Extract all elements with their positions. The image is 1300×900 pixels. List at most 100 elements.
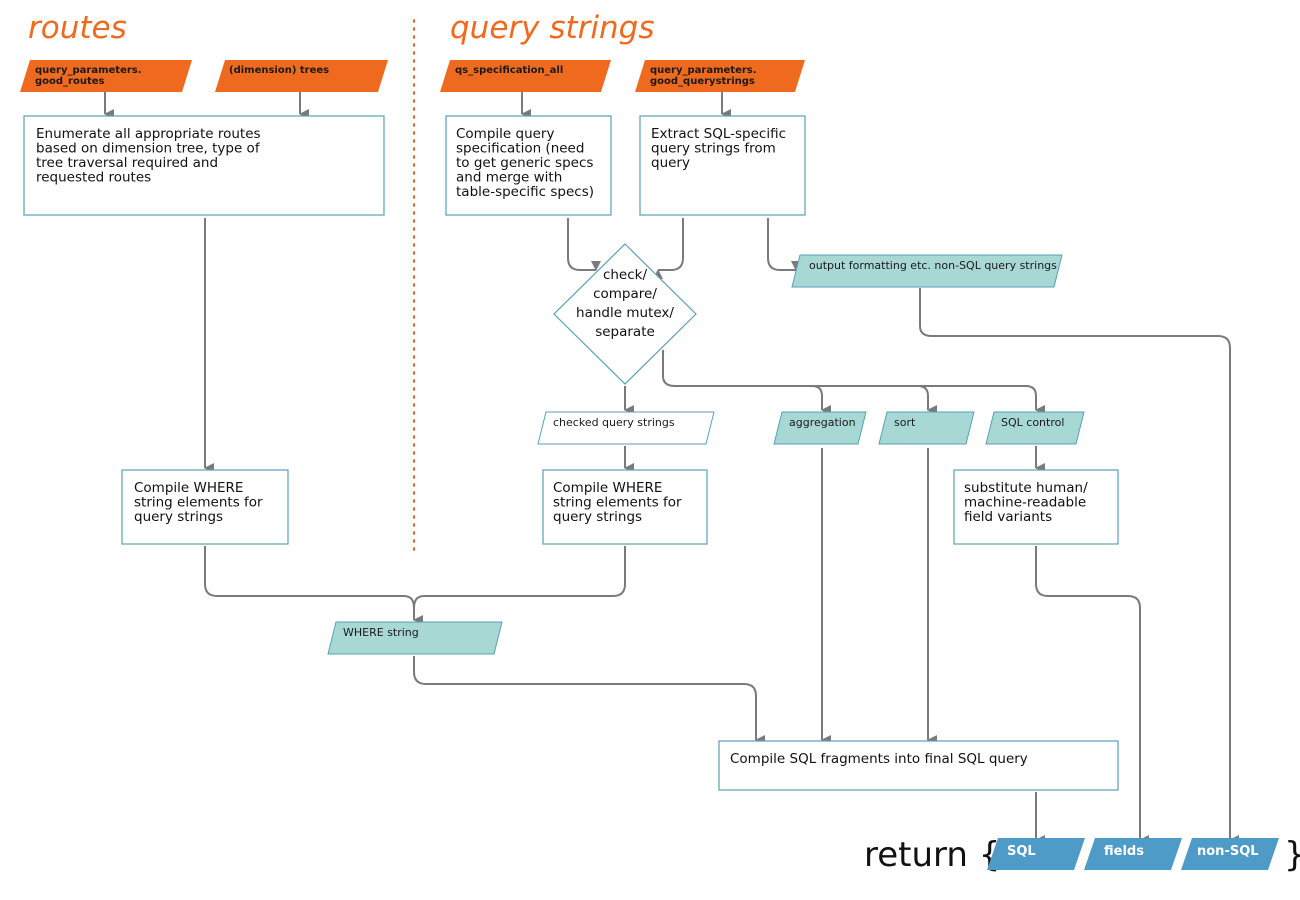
edge-check-to-sql-control	[918, 385, 1045, 415]
data-sort-shape	[878, 411, 975, 445]
data-aggregation-shape	[773, 411, 867, 445]
return-open: return {	[864, 835, 1000, 875]
edge-extract-to-check	[653, 218, 684, 279]
output-sql-label: SQL	[1007, 844, 1036, 859]
input-qs-specification-all-label: qs_specification_all	[455, 65, 563, 76]
data-sort-label: sort	[894, 416, 916, 429]
text-line: qs_specification_all	[455, 65, 563, 76]
text-line: Compile WHERE	[134, 480, 243, 496]
text-line: substitute human/	[964, 480, 1088, 496]
input-good-querystrings: query_parameters.good_querystrings	[635, 60, 805, 92]
data-where-string-label: WHERE string	[343, 626, 419, 639]
input-qs-specification-all: qs_specification_all	[440, 60, 611, 92]
data-checked-query-strings: checked query strings	[537, 411, 715, 445]
text-line: machine-readable	[964, 495, 1086, 511]
edge-compile-where-routes-to-where	[204, 546, 423, 625]
decision-text: check/compare/handle mutex/separate	[576, 267, 674, 340]
edges	[104, 92, 1239, 845]
edge-check-to-aggregation	[662, 350, 831, 415]
text-line: good_routes	[35, 76, 105, 87]
output-fields-label: fields	[1104, 844, 1144, 859]
data-checked-query-strings-shape	[537, 411, 715, 445]
text-line: field variants	[964, 509, 1052, 525]
process-extract-sql-box	[639, 115, 806, 216]
edge-check-to-sort	[812, 385, 937, 415]
data-where-string-shape	[327, 621, 503, 655]
input-good-querystrings-shape	[635, 60, 805, 92]
data-where-string: WHERE string	[327, 621, 503, 655]
text-line: query strings from	[651, 141, 776, 157]
decision-diamond	[553, 243, 697, 385]
input-good-routes-label: query_parameters.good_routes	[35, 65, 142, 87]
text-line: query strings	[134, 509, 223, 525]
output-sql-shape	[987, 838, 1085, 870]
process-compile-sql-box	[718, 740, 1119, 791]
process-compile-query-spec-box	[445, 115, 612, 216]
data-aggregation: aggregation	[773, 411, 867, 445]
data-sort: sort	[878, 411, 975, 445]
data-checked-query-strings-label: checked query strings	[553, 416, 675, 429]
query-strings-heading: query strings	[450, 10, 654, 46]
text-line: query_parameters.	[650, 65, 757, 76]
text-line: Extract SQL-specific	[651, 126, 786, 142]
input-good-querystrings-label: query_parameters.good_querystrings	[650, 65, 757, 87]
edge-compile-where-qs-to-where	[413, 546, 626, 609]
decision-check-compare: check/compare/handle mutex/separate	[553, 243, 697, 385]
edge-where-to-compile-sql	[413, 656, 765, 745]
process-compile-where-qs-box	[542, 469, 708, 545]
process-substitute-fields-box	[953, 469, 1119, 545]
data-output-formatting: output formatting etc. non-SQL query str…	[791, 254, 1063, 288]
text-line: based on dimension tree, type of	[36, 141, 261, 157]
output-fields-shape	[1084, 838, 1182, 870]
input-dimension-trees-label: (dimension) trees	[229, 65, 329, 76]
text-line: specification (need	[456, 141, 584, 157]
text-line: requested routes	[36, 170, 151, 186]
data-sql-control-label: SQL control	[1001, 416, 1064, 429]
output-non-sql-shape	[1181, 838, 1279, 870]
text-line: query strings	[553, 509, 642, 525]
data-sql-control: SQL control	[985, 411, 1085, 445]
text-line: Compile SQL fragments into final SQL que…	[730, 751, 1028, 767]
input-dimension-trees: (dimension) trees	[215, 60, 388, 92]
edge-extract-to-output-formatting	[767, 218, 801, 271]
return-close: }	[1284, 835, 1300, 875]
edge-compile-spec-to-check	[567, 218, 601, 271]
input-qs-specification-all-shape	[440, 60, 611, 92]
output-non-sql-label: non-SQL	[1197, 844, 1259, 859]
process-compile-sql: Compile SQL fragments into final SQL que…	[718, 740, 1119, 791]
data-output-formatting-label: output formatting etc. non-SQL query str…	[809, 259, 1057, 272]
return-output: return { SQL fields non-SQL }	[864, 835, 1300, 875]
input-good-routes-shape	[20, 60, 192, 92]
text-line: good_querystrings	[650, 76, 755, 87]
text-line: compare/	[593, 286, 657, 302]
text-line: string elements for	[134, 495, 263, 511]
text-line: Compile WHERE	[553, 480, 662, 496]
edge-output-formatting-to-non-sql	[919, 288, 1239, 845]
text-line: Compile query	[456, 126, 554, 142]
process-compile-where-routes-box	[121, 469, 289, 545]
data-aggregation-label: aggregation	[789, 416, 856, 429]
process-enumerate-routes-box	[23, 115, 385, 216]
input-good-routes: query_parameters.good_routes	[20, 60, 192, 92]
text-line: table-specific specs)	[456, 184, 594, 200]
data-sql-control-shape	[985, 411, 1085, 445]
text-line: tree traversal required and	[36, 155, 218, 171]
text-line: Enumerate all appropriate routes	[36, 126, 261, 142]
text-line: handle mutex/	[576, 305, 674, 321]
text-line: string elements for	[553, 495, 682, 511]
data-output-formatting-shape	[791, 254, 1063, 288]
edge-substitute-to-fields	[1035, 546, 1149, 845]
